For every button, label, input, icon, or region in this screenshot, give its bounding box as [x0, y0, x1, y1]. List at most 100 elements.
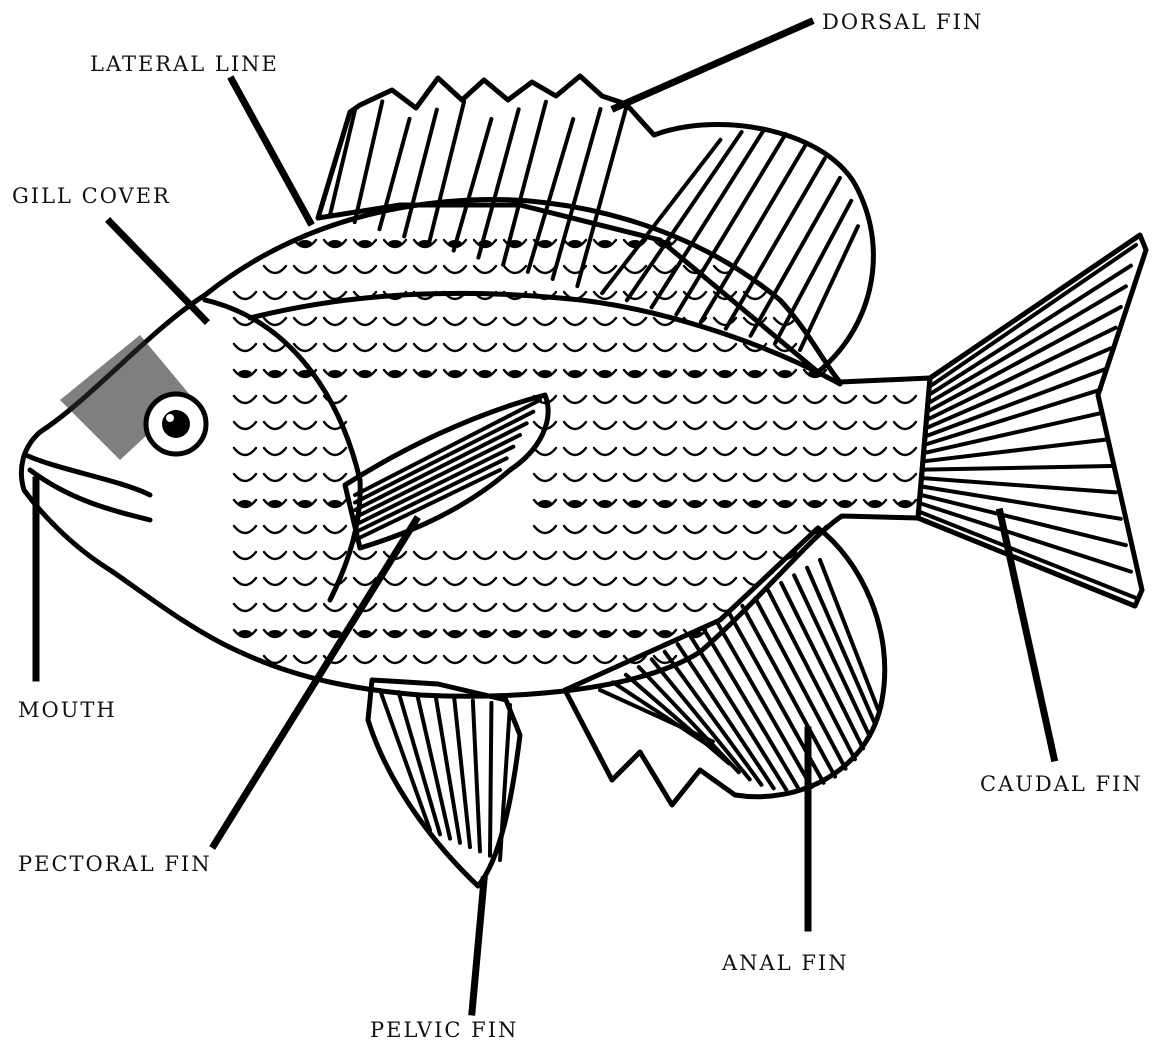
body-scale — [384, 318, 406, 325]
body-spot — [598, 630, 612, 638]
body-spot — [718, 500, 732, 508]
body-spot — [328, 240, 342, 248]
body-scale — [594, 344, 616, 351]
caudal-fin-ray — [924, 466, 1111, 470]
body-scale — [564, 344, 586, 351]
body-scale — [594, 396, 616, 403]
pelvic-fin-shape — [368, 680, 520, 886]
body-scale — [474, 552, 496, 559]
body-spot — [598, 240, 612, 248]
body-scale — [564, 552, 586, 559]
body-scale — [234, 344, 256, 351]
body-scale — [294, 318, 316, 325]
body-scale — [654, 604, 676, 611]
body-scale — [264, 578, 286, 585]
body-scale — [624, 448, 646, 455]
body-scale — [534, 578, 556, 585]
body-spot — [478, 630, 492, 638]
body-scale — [414, 604, 436, 611]
body-scale — [234, 292, 256, 299]
body-scale — [414, 656, 436, 663]
body-scale — [444, 266, 466, 273]
body-scale — [294, 552, 316, 559]
body-scale — [714, 422, 736, 429]
body-scale — [294, 396, 316, 403]
gill-cover-leader — [110, 222, 205, 320]
body-spot — [418, 630, 432, 638]
body-scale — [594, 656, 616, 663]
body-scale — [714, 396, 736, 403]
body-scale — [864, 396, 886, 403]
dorsal-fin-ray — [751, 178, 840, 336]
caudal-fin-ray — [931, 266, 1131, 394]
body-scale — [504, 656, 526, 663]
body-scale — [474, 318, 496, 325]
body-scale — [504, 318, 526, 325]
body-scale — [684, 474, 706, 481]
body-spot — [778, 500, 792, 508]
body-scale — [264, 292, 286, 299]
body-spot — [268, 630, 282, 638]
body-scale — [834, 422, 856, 429]
body-scale — [654, 578, 676, 585]
body-scale — [654, 552, 676, 559]
body-scale — [714, 526, 736, 533]
body-scale — [744, 396, 766, 403]
body-scale — [564, 448, 586, 455]
body-scale — [354, 552, 376, 559]
body-scale — [444, 604, 466, 611]
body-scale — [234, 552, 256, 559]
pectoral-fin-shape — [345, 395, 548, 548]
anal-fin-shape — [565, 528, 885, 805]
body-scale — [744, 448, 766, 455]
body-scale — [444, 344, 466, 351]
body-spot — [388, 630, 402, 638]
body-scale — [624, 552, 646, 559]
body-scale — [594, 266, 616, 273]
body-scale — [774, 526, 796, 533]
body-scale — [324, 604, 346, 611]
body-scale — [294, 344, 316, 351]
body-scale — [264, 448, 286, 455]
body-scale — [534, 448, 556, 455]
body-scale — [294, 604, 316, 611]
body-spot — [898, 500, 912, 508]
body-spot — [538, 630, 552, 638]
pelvic-fin-ray — [490, 703, 491, 856]
pectoral-fin-ray — [355, 435, 520, 518]
body-spot — [538, 370, 552, 378]
body-scale — [594, 552, 616, 559]
body-scale — [234, 526, 256, 533]
body-scale — [504, 344, 526, 351]
body-scale — [774, 396, 796, 403]
body-spot — [478, 240, 492, 248]
body-scale — [804, 448, 826, 455]
dorsal-fin-label: DORSAL FIN — [822, 12, 983, 33]
body-scale — [564, 656, 586, 663]
body-spot — [748, 370, 762, 378]
body-scale — [744, 422, 766, 429]
body-scale — [294, 448, 316, 455]
dorsal-fin-ray — [726, 159, 825, 329]
body-scale — [444, 578, 466, 585]
body-scale — [384, 604, 406, 611]
body-scale — [234, 396, 256, 403]
body-scale — [534, 604, 556, 611]
body-scale — [264, 552, 286, 559]
body-scale — [714, 552, 736, 559]
body-scale — [564, 318, 586, 325]
body-scale — [894, 448, 916, 455]
body-scale — [624, 604, 646, 611]
body-scale — [264, 526, 286, 533]
body-scale — [564, 604, 586, 611]
body-scale — [264, 474, 286, 481]
dorsal-fin-ray — [676, 134, 785, 314]
body-scale — [384, 656, 406, 663]
anal-fin-label: ANAL FIN — [722, 953, 849, 974]
body-scale — [534, 318, 556, 325]
body-scale — [894, 474, 916, 481]
caudal-fin-ray — [929, 328, 1116, 419]
body-scale — [864, 448, 886, 455]
